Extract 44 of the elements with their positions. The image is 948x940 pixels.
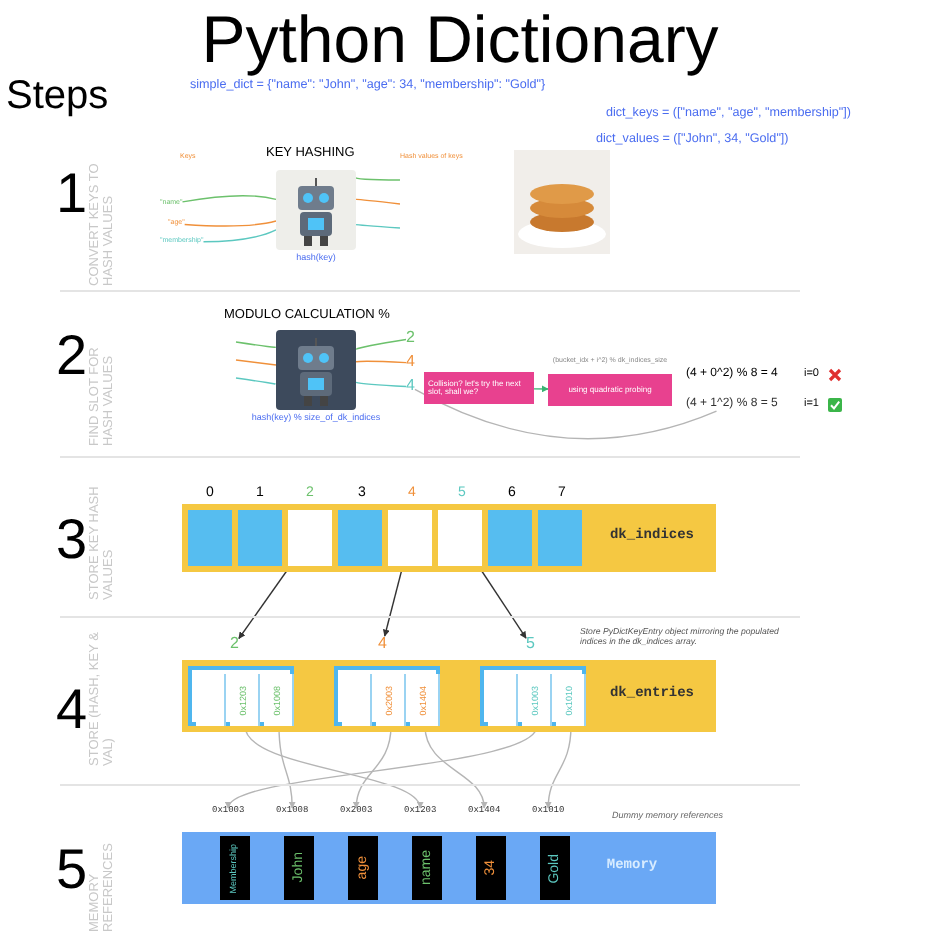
entry-group	[480, 666, 586, 726]
connector-line	[355, 176, 401, 181]
connector-line	[355, 338, 407, 350]
array-band	[182, 660, 716, 732]
index-number: 5	[526, 636, 535, 654]
step-number: 2	[56, 326, 88, 388]
array-band	[182, 832, 716, 904]
connector-line	[355, 381, 407, 388]
entry-cell	[342, 674, 372, 726]
entry-group	[334, 666, 440, 726]
entry-cell	[488, 674, 518, 726]
index-number: 4	[378, 636, 387, 654]
array-slot	[538, 510, 582, 566]
title: Python Dictionary	[199, 4, 721, 77]
connector-line	[183, 220, 277, 227]
connector-line	[355, 223, 401, 229]
connector-line	[355, 360, 407, 364]
connector-line	[181, 195, 277, 203]
connector-line	[235, 341, 277, 348]
connector-line	[235, 377, 277, 385]
entry-cell	[196, 674, 226, 726]
array-slot	[188, 510, 232, 566]
step-number: 4	[56, 680, 88, 742]
index-number: 2	[230, 636, 239, 654]
array-slot	[438, 510, 482, 566]
connector-line	[355, 198, 401, 205]
connector-line	[202, 229, 277, 243]
step-number: 3	[56, 510, 88, 572]
index-number: 4	[406, 378, 415, 396]
connector-line	[235, 359, 277, 366]
entry-group	[188, 666, 294, 726]
index-number: 2	[406, 330, 415, 348]
step-number: 5	[56, 840, 88, 902]
array-slot	[488, 510, 532, 566]
array-slot	[238, 510, 282, 566]
connector-line	[414, 388, 718, 440]
array-band	[182, 504, 716, 572]
heading: Steps	[6, 74, 109, 118]
array-slot	[338, 510, 382, 566]
step-number: 1	[56, 164, 88, 226]
arrow	[533, 385, 549, 393]
array-slot	[288, 510, 332, 566]
array-slot	[388, 510, 432, 566]
index-number: 4	[406, 354, 415, 372]
